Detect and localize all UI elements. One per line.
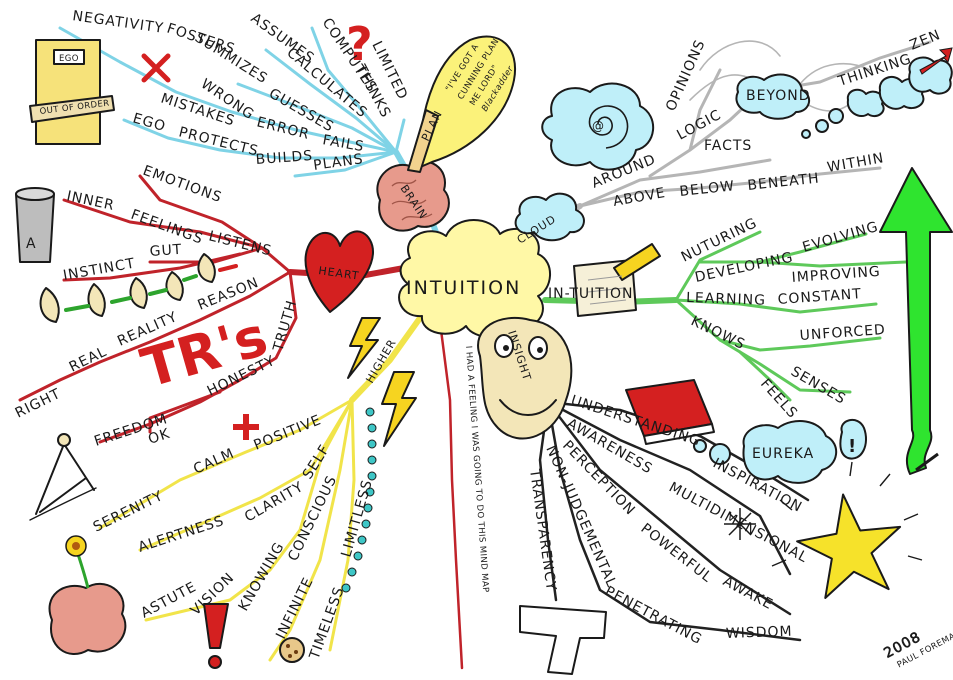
higher-branch-lines — [98, 315, 423, 662]
star-icon — [771, 461, 923, 599]
door-sign: EGO — [59, 54, 79, 64]
brain-item-fails: FAILS — [321, 132, 365, 155]
cup-icon: A — [15, 187, 55, 263]
in-tuition-label: IN-TUITION — [548, 286, 633, 302]
higher-item-alertness: ALERTNESS — [136, 513, 226, 556]
higher-item-timeless: TIMELESS — [306, 584, 347, 662]
question-mark-icon: ? — [346, 17, 373, 71]
heart-item-truth: TRUTH — [270, 298, 300, 354]
feeling-branch-line — [438, 320, 464, 670]
brain-item-summizes: SUMMIZES — [192, 30, 271, 87]
in-tuition-item-improving: IMPROVING — [791, 264, 881, 286]
blackadder-quote-bubble: "I'VE GOT A CUNNING PLAN ME LORD" Blacka… — [407, 35, 517, 173]
heart-label: HEART — [318, 264, 361, 283]
in-tuition-item-knows: KNOWS — [688, 313, 748, 353]
red-arrow-icon — [919, 47, 953, 75]
snowflake-icon — [724, 508, 756, 540]
higher-item-positive: POSITIVE — [252, 412, 324, 454]
cloud-item-within: WITHIN — [826, 150, 886, 176]
cross-out-icon — [141, 53, 171, 83]
signature-badge: 2008 PAUL FOREMAN — [881, 628, 953, 670]
compass-icon — [29, 433, 97, 521]
cloud-item-beneath: BENEATH — [747, 171, 821, 194]
insight-item-transparency: TRANSPARENCY — [526, 467, 559, 592]
in-tuition-items: NUTURING DEVELOPING EVOLVING IMPROVING L… — [679, 215, 887, 422]
higher-item-infinite: INFINITE — [273, 575, 317, 642]
insight-item-powerful: POWERFUL — [638, 521, 716, 587]
lightning-bolt-icon-2 — [381, 371, 417, 447]
ears-row — [39, 253, 238, 323]
in-tuition-item-learning: LEARNING — [686, 290, 766, 309]
cookie-icon — [279, 637, 305, 663]
cloud-item-opinions: OPINIONS — [663, 37, 709, 113]
green-arrow-icon — [879, 167, 953, 475]
in-tuition-item-unforced: UNFORCED — [799, 322, 886, 344]
heart-item-real: REAL — [67, 344, 110, 376]
small-cloud-icon — [514, 192, 585, 242]
t-block-icon — [519, 605, 607, 675]
brain-item-protects: PROTECTS — [177, 124, 260, 159]
heart-item-ok: OK — [146, 426, 172, 448]
cup-letter: A — [26, 236, 37, 252]
higher-items: POSITIVE CALM SERENITY SELF CLARITY ALER… — [91, 412, 376, 662]
higher-item-knowing: KNOWING — [236, 539, 288, 614]
in-tuition-item-feels: FEELS — [757, 376, 801, 422]
insight-item-awake: AWAKE — [720, 573, 776, 613]
eureka-bubble: EUREKA ! — [693, 418, 867, 484]
notepad-icon — [573, 243, 661, 317]
cloud-item-below: BELOW — [679, 178, 736, 200]
in-tuition-item-evolving: EVOLVING — [801, 219, 881, 256]
heart-icon — [304, 230, 374, 313]
heart-item-emotions: EMOTIONS — [141, 163, 224, 206]
cloud-item-zen: ZEN — [908, 27, 944, 54]
face-icon — [477, 316, 573, 440]
spiral-cloud-icon: @ — [541, 82, 655, 171]
red-book-icon — [625, 379, 715, 445]
beyond-bubble — [735, 73, 811, 120]
eureka-exclamation: ! — [848, 436, 856, 457]
in-tuition-item-constant: CONSTANT — [777, 286, 862, 308]
ego-door-icon: EGO OUT OF ORDER — [29, 39, 115, 145]
center-label: INTUITION — [406, 277, 521, 299]
lightning-bolt-icon — [347, 317, 381, 379]
beads-string — [341, 407, 377, 593]
in-tuition-branch-lines — [542, 230, 908, 402]
plus-icon — [233, 414, 259, 440]
brain-item-builds: BUILDS — [255, 148, 313, 168]
flower-brain-icon — [48, 535, 127, 656]
cloud-item-facts: FACTS — [704, 138, 752, 154]
higher-item-serenity: SERENITY — [91, 488, 166, 536]
insight-item-penetrating: PENETRATING — [602, 583, 705, 648]
thought-clouds — [801, 56, 953, 139]
higher-item-calm: CALM — [191, 445, 237, 477]
eureka-label: EUREKA — [752, 446, 814, 462]
exclamation-icon — [203, 603, 229, 669]
at-sign-icon: @ — [592, 119, 604, 133]
brain-item-negativity: NEGATIVITY — [71, 8, 164, 37]
higher-item-limitless: LIMITLESS — [338, 478, 375, 559]
brain-drawing — [376, 160, 450, 232]
brain-item-plans: PLANS — [312, 151, 364, 174]
intuition-center-blob — [398, 219, 551, 338]
in-tuition-item-senses: SENSES — [788, 364, 849, 408]
heart-branch-lines — [18, 174, 407, 444]
heart-item-gut: GUT — [149, 242, 183, 260]
cloud-item-beyond: BEYOND — [746, 88, 811, 104]
insight-item-wisdom: WISDOM — [726, 624, 793, 642]
